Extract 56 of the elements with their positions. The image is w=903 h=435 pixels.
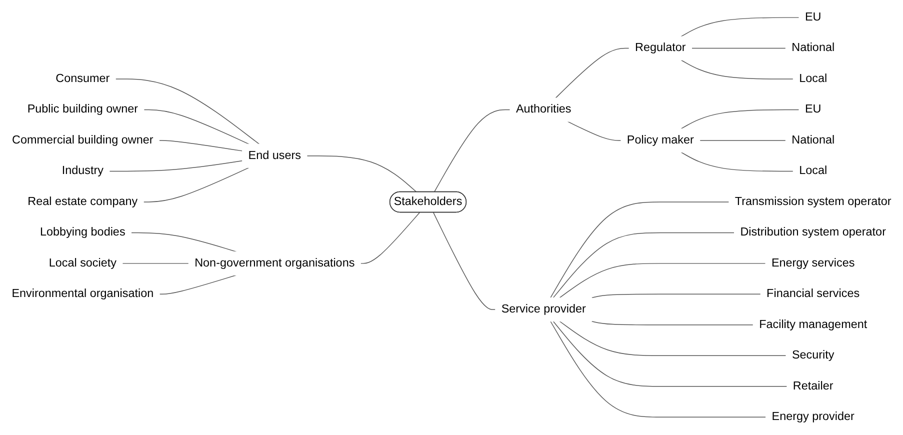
node-text: Local	[799, 72, 828, 86]
connector	[158, 140, 243, 152]
node-text: Financial services	[766, 288, 860, 300]
connector	[680, 60, 794, 80]
node-text: Energy services	[771, 257, 855, 270]
connector	[567, 121, 622, 142]
connector	[143, 167, 250, 202]
connector	[433, 212, 496, 310]
node-text: Non-government organisations	[194, 257, 355, 270]
connector	[550, 321, 766, 418]
connector	[550, 202, 730, 298]
node-text: Commercial building owner	[12, 134, 154, 147]
node-text: EU	[804, 103, 822, 116]
connector	[130, 232, 237, 252]
node-text: Lobbying bodies	[40, 226, 126, 239]
node-text: Security	[792, 349, 834, 362]
node-text: Public building owner	[27, 103, 138, 116]
node-text: Distribution system operator	[740, 226, 886, 239]
connector	[559, 321, 786, 356]
node-text: Industry	[62, 164, 104, 178]
node-text: Retailer	[792, 380, 834, 392]
connector	[122, 263, 190, 264]
node-text: EU	[804, 11, 822, 24]
node-text: Regulator	[635, 42, 686, 54]
connector	[159, 274, 237, 295]
node-text: End users	[248, 149, 301, 162]
node-text: Facility management	[759, 318, 868, 331]
connector	[552, 232, 735, 298]
node-text: Policy maker	[626, 134, 694, 147]
node-text: Local society	[48, 257, 117, 270]
connector	[143, 110, 250, 145]
connector	[680, 152, 794, 172]
connector	[434, 110, 510, 193]
connector	[591, 294, 762, 298]
connector	[108, 160, 243, 172]
connector	[115, 78, 260, 145]
connector	[680, 17, 800, 38]
node-text: Local	[799, 164, 828, 178]
connector	[555, 48, 630, 99]
node-text: Authorities	[516, 103, 572, 116]
node-text: National	[792, 42, 835, 54]
connector	[699, 140, 786, 142]
connector	[691, 48, 786, 49]
node-text: Environmental organisation	[12, 288, 154, 300]
node-text: National	[792, 134, 835, 147]
node-text: Service provider	[501, 303, 586, 316]
connector	[360, 212, 420, 264]
connector	[552, 321, 788, 387]
node-text: Energy provider	[772, 410, 854, 424]
node-text: Transmission system operator	[734, 196, 892, 208]
connector	[591, 321, 754, 326]
connector	[306, 156, 417, 193]
node-text: Real estate company	[28, 196, 138, 208]
connector	[559, 263, 766, 298]
connector	[680, 110, 800, 130]
node-text: Consumer	[56, 72, 110, 86]
